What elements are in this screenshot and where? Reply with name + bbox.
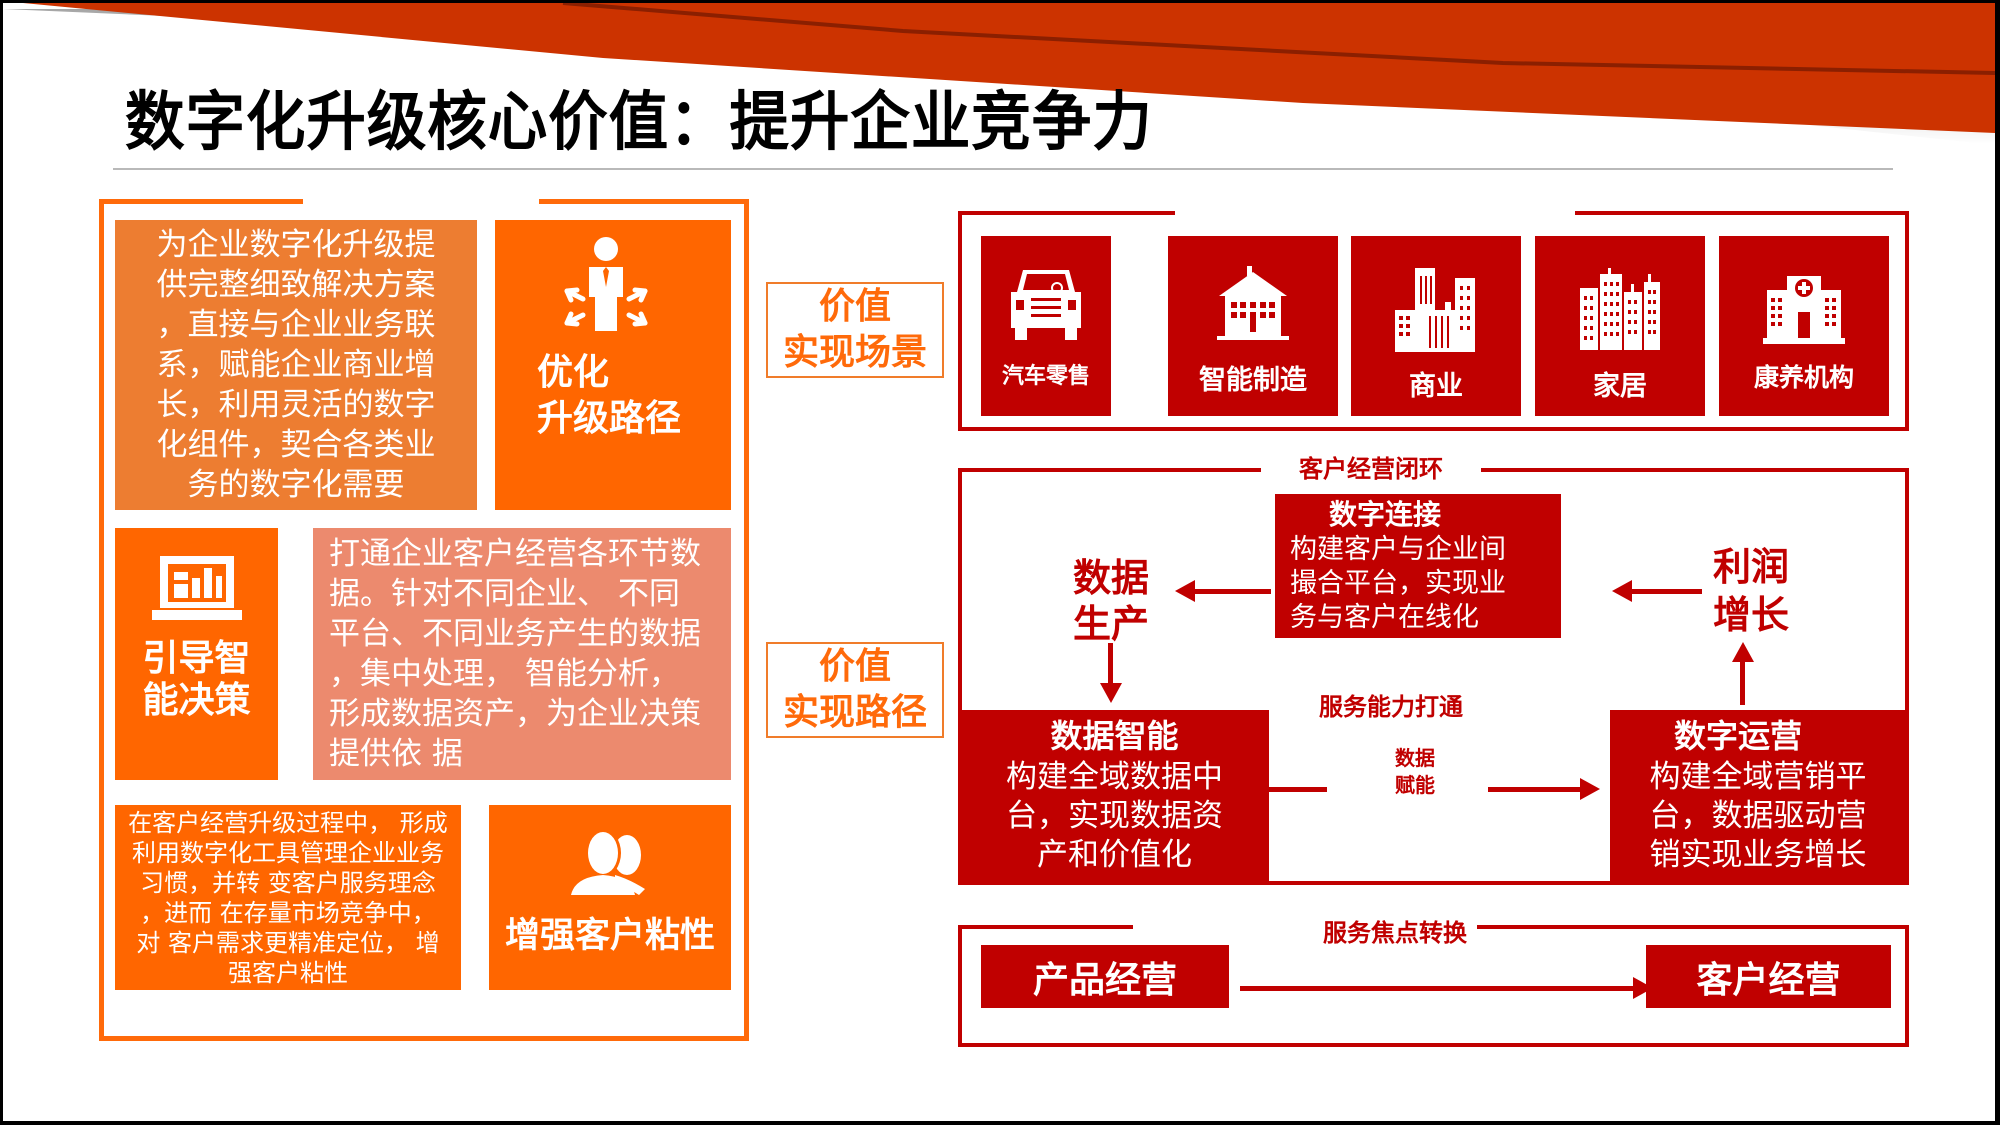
person-arrows-icon — [564, 237, 648, 331]
scene-label: 家居 — [1593, 371, 1647, 402]
arrow-left-from-profit — [1630, 589, 1702, 594]
scene-label: 商业 — [1409, 371, 1463, 402]
arrow-down-to-data-intelligence — [1108, 643, 1113, 685]
data-enable-arrow-left-segment — [1269, 787, 1327, 792]
car-icon — [1011, 270, 1081, 340]
header-banner-decoration — [3, 3, 1995, 143]
customer-loop-caption: 客户经营闭环 — [1261, 449, 1481, 484]
optimize-path-card: 优化 升级路径 — [495, 220, 731, 510]
scene-tile-manufacturing[interactable]: 智能制造 — [1168, 236, 1338, 416]
arrow-left-to-data-production — [1193, 589, 1271, 594]
customer-operation-box: 客户经营 — [1646, 945, 1891, 1008]
digital-connect-title: 数字连接 — [1329, 498, 1442, 531]
data-enable-label: 数据 赋能 — [1395, 746, 1435, 797]
digital-connect-box: 数字连接 构建客户与企业间 撮合平台，实现业 务与客户在线化 — [1275, 494, 1561, 638]
customer-operation-label: 客户经营 — [1696, 959, 1841, 1001]
digital-ops-title: 数字运营 — [1673, 717, 1802, 755]
stickiness-heading: 增强客户粘性 — [504, 916, 715, 956]
profit-growth-label: 利润 增长 — [1713, 545, 1790, 637]
decision-description: 打通企业客户经营各环节数 据。针对不同企业、 不同 平台、不同业务产生的数据 ，… — [329, 536, 701, 772]
focus-shift-arrow-line — [1240, 986, 1640, 991]
scene-label: 汽车零售 — [1001, 364, 1090, 389]
digital-ops-body: 构建全域营销平 台，数据驱动营 销实现业务增长 — [1649, 759, 1867, 873]
focus-shift-caption-text: 服务焦点转换 — [1313, 913, 1477, 948]
page-title: 数字化升级核心价值：提升企业竞争力 — [125, 86, 1153, 160]
path-side-label: 价值 实现路径 — [766, 642, 944, 738]
slide: 数字化升级核心价值：提升企业竞争力 为企业数字化升级提 供完整细致解决方案 ，直… — [3, 3, 1995, 1121]
stickiness-description-box: 在客户经营升级过程中， 形成 利用数字化工具管理企业业务 习惯，并转 变客户服务… — [115, 805, 461, 990]
decision-description-box: 打通企业客户经营各环节数 据。针对不同企业、 不同 平台、不同业务产生的数据 ，… — [313, 528, 731, 780]
digital-connect-body: 构建客户与企业间 撮合平台，实现业 务与客户在线化 — [1290, 534, 1506, 633]
optimize-heading-line2: 升级路径 — [537, 398, 682, 439]
users-icon — [571, 829, 645, 895]
scenes-side-label: 价值 实现场景 — [766, 282, 944, 378]
digital-ops-box: 数字运营 构建全域营销平 台，数据驱动营 销实现业务增长 — [1610, 710, 1906, 882]
scene-tile-eldercare[interactable]: 康养机构 — [1719, 236, 1889, 416]
arrowhead-up-icon — [1732, 642, 1754, 662]
stickiness-card: 增强客户粘性 — [489, 805, 731, 990]
decision-heading-line2: 能决策 — [142, 680, 251, 721]
arrowhead-right-icon — [1580, 778, 1600, 800]
scene-tile-home[interactable]: 家居 — [1535, 236, 1705, 416]
factory-house-icon — [1217, 266, 1289, 340]
data-intelligence-body: 构建全域数据中 台，实现数据资 产和价值化 — [1006, 759, 1223, 873]
optimize-description-box: 为企业数字化升级提 供完整细致解决方案 ，直接与企业业务联 系，赋能企业商业增 … — [115, 220, 477, 510]
title-divider — [113, 168, 1893, 170]
data-intelligence-box: 数据智能 构建全域数据中 台，实现数据资 产和价值化 — [960, 710, 1269, 882]
decision-card: 引导智 能决策 — [115, 528, 278, 780]
optimize-heading-line1: 优化 — [537, 352, 610, 393]
stickiness-description: 在客户经营升级过程中， 形成 利用数字化工具管理企业业务 习惯，并转 变客户服务… — [128, 808, 448, 987]
service-link-caption: 服务能力打通 — [1311, 687, 1471, 722]
arrowhead-left-icon — [1175, 580, 1195, 602]
data-production-label: 数据 生产 — [1073, 556, 1150, 646]
office-buildings-icon — [1395, 268, 1475, 352]
arrowhead-down-icon — [1100, 683, 1122, 703]
scene-label: 智能制造 — [1199, 365, 1307, 396]
product-operation-label: 产品经营 — [1032, 959, 1177, 1001]
chart-monitor-icon — [151, 556, 242, 620]
scene-label: 康养机构 — [1753, 363, 1854, 392]
decision-heading-line1: 引导智 — [142, 638, 251, 679]
hospital-icon — [1763, 276, 1845, 344]
optimize-description: 为企业数字化升级提 供完整细致解决方案 ，直接与企业业务联 系，赋能企业商业增 … — [156, 227, 436, 503]
data-enable-arrow-right-segment — [1488, 787, 1583, 792]
apartments-icon — [1580, 268, 1660, 350]
data-intelligence-title: 数据智能 — [1050, 717, 1179, 755]
product-operation-box: 产品经营 — [981, 945, 1229, 1008]
scene-tile-auto[interactable]: 汽车零售 — [981, 236, 1111, 416]
scene-tile-commerce[interactable]: 商业 — [1351, 236, 1521, 416]
arrow-up-to-profit — [1740, 660, 1745, 705]
arrowhead-left-icon — [1612, 580, 1632, 602]
